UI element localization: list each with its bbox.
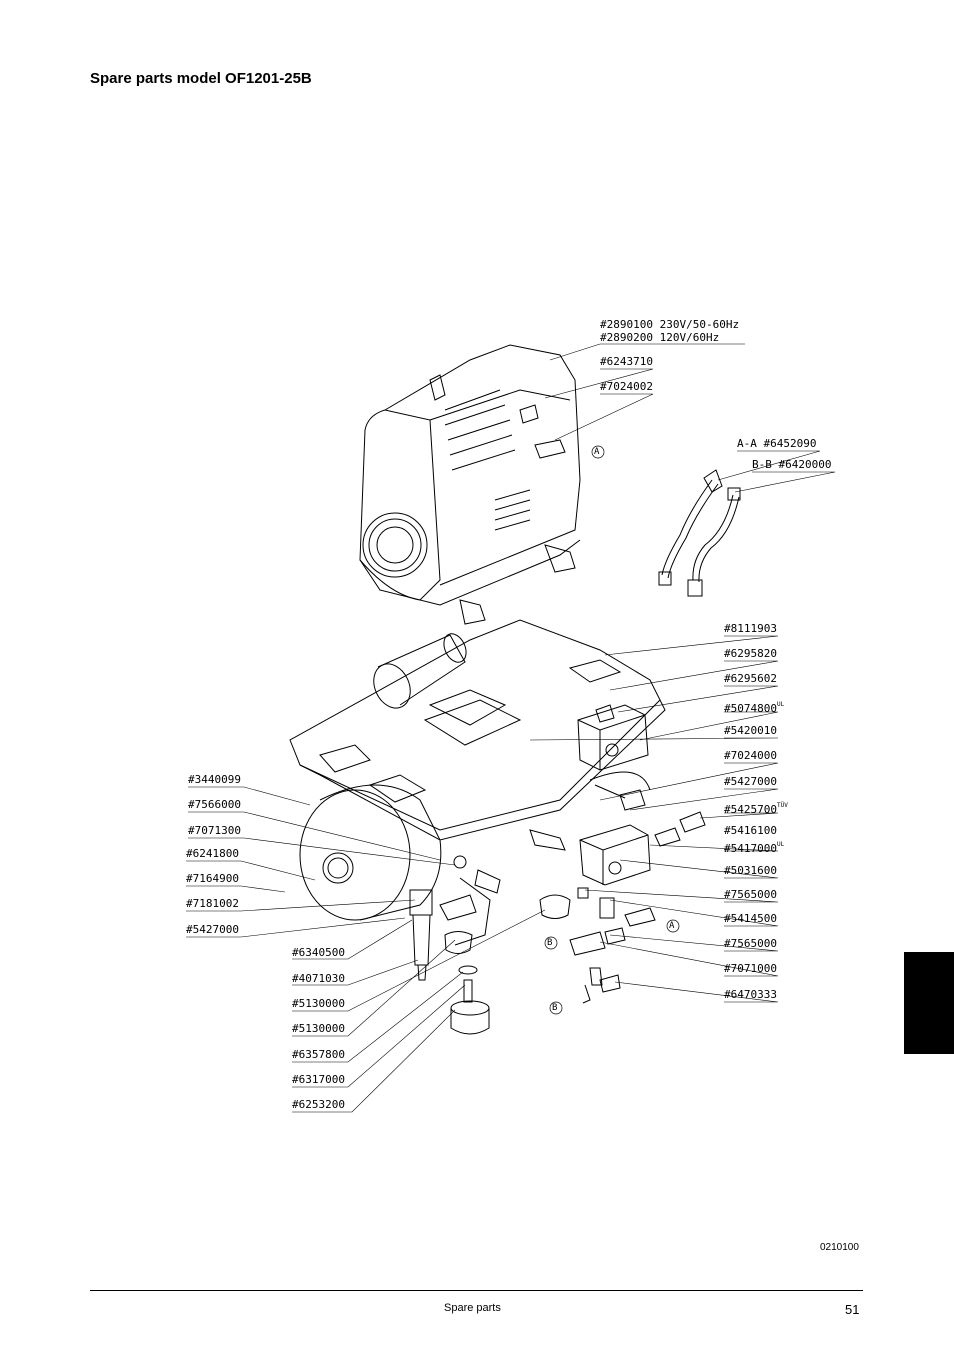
- base-plate: [289, 619, 666, 841]
- page-title: Spare parts model OF1201-25B: [90, 70, 312, 87]
- marker-b-label: B: [552, 1003, 558, 1013]
- part-label: #7024002: [600, 380, 653, 393]
- part-label: #6357800: [292, 1048, 345, 1061]
- air-tank: [299, 771, 651, 921]
- part-label: #7566000: [188, 798, 241, 811]
- part-label: #5416100: [724, 824, 777, 837]
- part-label: #6340500: [292, 946, 345, 959]
- connection-hoses: [658, 469, 741, 597]
- footer-section: Spare parts: [444, 1302, 501, 1314]
- part-label: #6470333: [724, 988, 777, 1001]
- part-label: #7071000: [724, 962, 777, 975]
- part-label: #5031600: [724, 864, 777, 877]
- compressor-motor-unit: [359, 344, 581, 625]
- part-label: #5130000: [292, 997, 345, 1010]
- part-label: #7565000: [724, 888, 777, 901]
- part-label: #3440099: [188, 773, 241, 786]
- page-number: 51: [845, 1302, 860, 1317]
- part-label: #5427000: [186, 923, 239, 936]
- section-tab-marker: [904, 952, 954, 1054]
- leader-lines: [186, 343, 836, 1113]
- pressure-switch-lower: [579, 824, 651, 886]
- fittings: [439, 784, 706, 1004]
- document-number: 0210100: [820, 1242, 859, 1253]
- part-label: #2890200 120V/60Hz: [600, 331, 720, 344]
- part-label: #8111903: [724, 622, 777, 635]
- part-label: #2890100 230V/50-60Hz: [600, 318, 740, 331]
- part-label: #7071300: [188, 824, 241, 837]
- part-label: #7565000: [724, 937, 777, 950]
- part-label: #7181002: [186, 897, 239, 910]
- part-label: #7024000: [724, 749, 777, 762]
- part-label: #5414500: [724, 912, 777, 925]
- part-label: #6295602: [724, 672, 777, 685]
- part-label: #5420010: [724, 724, 777, 737]
- part-label: A-A #6452090: [737, 437, 817, 450]
- marker-b-label: B: [547, 938, 553, 948]
- part-label: #5130000: [292, 1022, 345, 1035]
- marker-a-label: A: [594, 447, 600, 457]
- part-label: #7164900: [186, 872, 239, 885]
- part-label: #5074800UL: [724, 701, 785, 715]
- part-label: B-B #6420000: [752, 458, 832, 471]
- footer-divider: [90, 1290, 863, 1291]
- capacitor: [373, 633, 467, 709]
- part-label: #6241800: [186, 847, 239, 860]
- marker-a-label: A: [669, 921, 675, 931]
- part-label: #6317000: [292, 1073, 345, 1086]
- pressure-switch-upper: [577, 704, 649, 771]
- part-label: #6243710: [600, 355, 653, 368]
- part-label: #6253200: [292, 1098, 345, 1111]
- part-label: #5427000: [724, 775, 777, 788]
- part-label: #6295820: [724, 647, 777, 660]
- part-label: #5425700TÜV: [724, 802, 788, 816]
- part-label: #4071030: [292, 972, 345, 985]
- marker-circles: [544, 445, 680, 1015]
- rubber-foot: [450, 965, 490, 1035]
- part-label: #5417000UL: [724, 841, 785, 855]
